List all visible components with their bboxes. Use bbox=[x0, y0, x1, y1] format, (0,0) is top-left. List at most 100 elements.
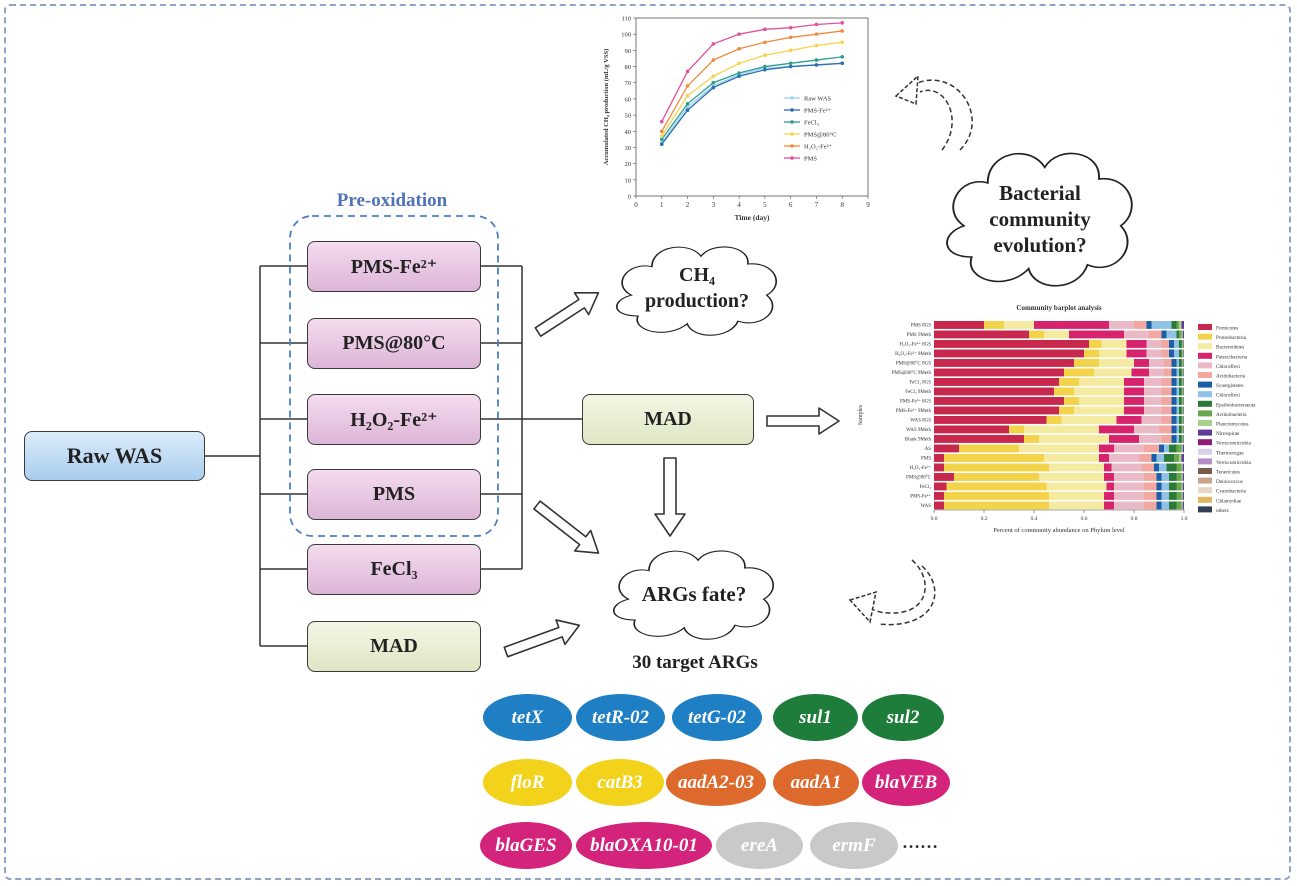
x-tick-label: 0.6 bbox=[1081, 516, 1088, 522]
series-point bbox=[840, 61, 845, 66]
bar-segment bbox=[1174, 340, 1179, 348]
bar-segment bbox=[1059, 378, 1079, 386]
x-tick-label: 0.4 bbox=[1031, 516, 1038, 522]
legend-swatch bbox=[1198, 477, 1212, 484]
series-point bbox=[711, 74, 716, 79]
bar-segment bbox=[1161, 501, 1169, 510]
bar-segment bbox=[1164, 368, 1172, 377]
bar-segment bbox=[1176, 463, 1182, 472]
bar-segment bbox=[1099, 454, 1109, 462]
bar-segment bbox=[1134, 321, 1147, 329]
bar-segment bbox=[1179, 406, 1182, 415]
bar-segment bbox=[1079, 397, 1124, 405]
treatment-h2o2-fe: H₂O₂-Fe²⁺ bbox=[307, 394, 481, 445]
series-point bbox=[659, 119, 664, 124]
legend-label: Planctomycetes bbox=[1216, 422, 1249, 428]
bar-segment bbox=[1156, 501, 1162, 510]
y-tick-label: 80 bbox=[625, 64, 632, 71]
bar-segment bbox=[1176, 444, 1182, 453]
bar-segment bbox=[1171, 435, 1177, 443]
bar-segment bbox=[1144, 492, 1157, 500]
y-tick-label: 110 bbox=[621, 16, 631, 23]
legend-label: Chlamydiae bbox=[1216, 498, 1242, 504]
legend-label: Verrucomicrobia bbox=[1216, 441, 1252, 447]
bar-segment bbox=[1183, 378, 1184, 386]
bar-segment bbox=[1099, 349, 1127, 358]
series-point bbox=[840, 29, 845, 33]
bar-segment bbox=[1149, 368, 1164, 377]
legend-swatch bbox=[1198, 487, 1212, 494]
bar-segment bbox=[1144, 406, 1162, 415]
legend-marker bbox=[790, 120, 794, 124]
bar-segment bbox=[1039, 473, 1104, 481]
x-tick-label: 9 bbox=[866, 201, 870, 209]
legend-label: Synergistetes bbox=[1216, 383, 1244, 389]
bar-segment bbox=[1134, 359, 1149, 367]
bar-segment bbox=[1161, 387, 1172, 396]
bar-segment bbox=[1181, 406, 1183, 415]
series-point bbox=[763, 67, 767, 72]
bar-segment bbox=[1164, 444, 1169, 453]
bar-segment bbox=[1154, 463, 1159, 472]
bar-segment bbox=[984, 321, 1004, 329]
bar-segment bbox=[1126, 340, 1147, 348]
bar-segment bbox=[1179, 416, 1182, 424]
bar-segment bbox=[1182, 435, 1184, 443]
sample-label: PMS 9Meth bbox=[907, 333, 932, 338]
series-point bbox=[814, 22, 819, 27]
series-point bbox=[840, 55, 845, 59]
legend-label: Chloroflexi bbox=[1216, 363, 1240, 370]
bar-segment bbox=[1114, 501, 1144, 510]
bar-segment bbox=[1114, 444, 1144, 453]
y-tick-label: 40 bbox=[625, 129, 632, 136]
sample-label: PMS bbox=[921, 457, 931, 462]
bar-segment bbox=[1183, 425, 1184, 434]
bar-segment bbox=[1174, 454, 1179, 462]
bar-segment bbox=[1179, 425, 1182, 434]
legend-label: PMS bbox=[804, 156, 817, 163]
legend-label: FeCl₃ bbox=[804, 120, 819, 127]
bar-segment bbox=[1099, 425, 1134, 434]
bar-segment bbox=[1169, 444, 1177, 453]
mad-center-box: MAD bbox=[582, 394, 754, 445]
bar-segment bbox=[1181, 463, 1183, 472]
legend-label: Raw WAS bbox=[804, 96, 832, 103]
bar-segment bbox=[934, 454, 944, 462]
bar-segment bbox=[1156, 492, 1162, 500]
bar-segment bbox=[1183, 435, 1184, 443]
x-tick-label: 1.0 bbox=[1181, 516, 1188, 522]
bar-segment bbox=[1181, 387, 1183, 396]
bar-segment bbox=[1104, 501, 1114, 510]
arg-aada2-03: aadA2-03 bbox=[666, 759, 766, 806]
bar-segment bbox=[1004, 321, 1034, 329]
legend-swatch bbox=[1198, 458, 1212, 465]
bar-segment bbox=[1054, 387, 1074, 396]
legend-label: Tenericutes bbox=[1216, 470, 1240, 476]
bar-segment bbox=[1183, 397, 1184, 405]
bar-segment bbox=[934, 359, 1074, 367]
series-point bbox=[814, 43, 819, 48]
arg-tetr-02: tetR-02 bbox=[576, 694, 665, 741]
bar-segment bbox=[1182, 340, 1184, 348]
bar-segment bbox=[1181, 340, 1183, 348]
series-point bbox=[814, 32, 819, 36]
sample-label: Blank 9Meth bbox=[905, 438, 932, 443]
bar-segment bbox=[1171, 321, 1177, 329]
bar-segment bbox=[1181, 454, 1184, 462]
y-tick-label: 100 bbox=[621, 32, 631, 39]
bar-segment bbox=[1182, 378, 1184, 386]
plot-frame bbox=[635, 17, 869, 197]
bar-segment bbox=[1024, 425, 1099, 434]
bar-segment bbox=[1084, 349, 1099, 358]
series-point bbox=[711, 42, 716, 46]
series-point bbox=[711, 58, 716, 62]
series-point bbox=[737, 46, 741, 51]
series-point bbox=[788, 48, 793, 53]
series-point bbox=[788, 64, 793, 69]
bar-segment bbox=[1176, 378, 1179, 386]
x-tick-label: 0.8 bbox=[1131, 516, 1138, 522]
arg-sul2: sul2 bbox=[862, 694, 944, 741]
bar-segment bbox=[1171, 368, 1177, 377]
